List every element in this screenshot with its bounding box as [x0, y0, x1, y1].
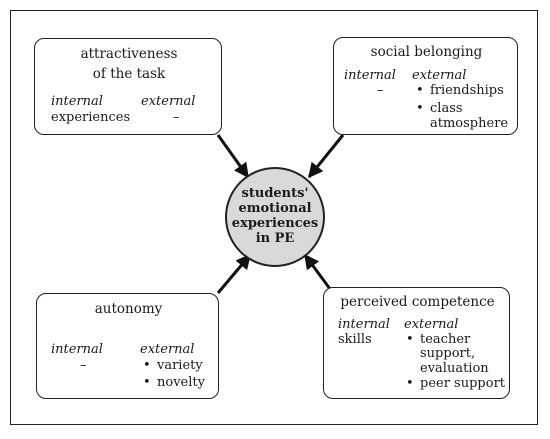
external-item: variety	[143, 358, 203, 374]
external-item: teacher support, evaluation	[406, 332, 489, 376]
internal-label: internal	[51, 342, 103, 357]
arrow-attractiveness	[216, 134, 250, 179]
external-item: class atmosphere	[416, 101, 508, 132]
central-concept-label: students' emotional experiences in PE	[231, 186, 319, 246]
internal-label: internal	[338, 317, 390, 332]
external-value: –	[173, 110, 180, 125]
arrow-autonomy	[216, 253, 252, 294]
external-label: external	[141, 94, 196, 109]
central-concept-circle: students' emotional experiences in PE	[225, 167, 325, 267]
box-perceived-competence: perceived competence internal external s…	[323, 287, 510, 399]
external-item: peer support	[406, 376, 505, 392]
external-label: external	[404, 317, 459, 332]
box-social-belonging: social belonging internal external – fri…	[333, 37, 518, 135]
box-attractiveness: attractiveness of the task internal exte…	[34, 38, 222, 135]
internal-value: experiences	[51, 110, 131, 125]
internal-value: –	[80, 358, 87, 373]
external-item: friendships	[416, 83, 504, 99]
external-label: external	[140, 342, 195, 357]
box-title: social belonging	[370, 44, 483, 60]
box-autonomy: autonomy internal external – variety nov…	[36, 293, 219, 399]
box-title: autonomy	[94, 301, 163, 317]
external-label: external	[412, 68, 467, 83]
internal-label: internal	[344, 68, 396, 83]
internal-label: internal	[51, 94, 103, 109]
arrow-social	[307, 134, 345, 179]
box-title: perceived competence	[340, 294, 495, 310]
arrow-competence	[303, 253, 335, 294]
external-item: novelty	[143, 375, 205, 391]
diagram-frame	[10, 10, 538, 425]
box-title: attractiveness of the task	[80, 46, 178, 82]
internal-value: –	[377, 83, 384, 98]
internal-value: skills	[338, 332, 372, 347]
